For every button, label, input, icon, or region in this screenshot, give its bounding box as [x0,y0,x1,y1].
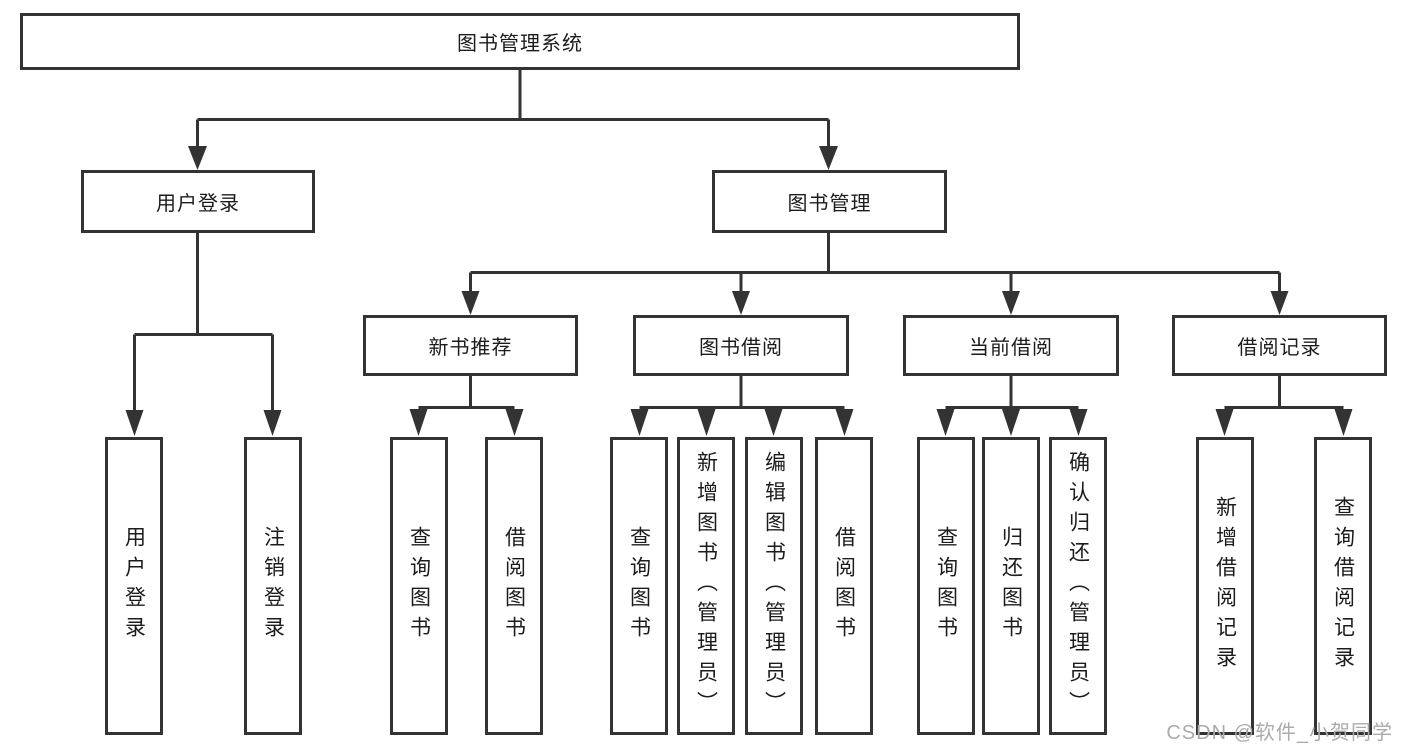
arrowhead-leaf-f7 [835,409,854,436]
leaf-edit-book-admin: 编辑图书（管理员） [745,437,803,735]
csdn-watermark: CSDN @软件_小贺同学 [1166,722,1393,744]
leaf-logout: 注销登录 [244,437,302,735]
arrowhead-book-management [819,146,838,170]
leaf-query-books-current: 查询图书 [917,437,975,735]
leaf-return-book: 归还图书 [982,437,1040,735]
leaf-borrow-books-recommend: 借阅图书 [485,437,543,735]
arrowhead-leaf-f11 [1215,409,1234,436]
leaf-borrow-books-borrowing: 借阅图书 [815,437,873,735]
node-user-login: 用户登录 [81,170,315,233]
leaf-add-book-admin: 新增图书（管理员） [677,437,735,735]
arrowhead-leaf-f2 [409,409,428,436]
arrowhead-leaf-f9 [1002,409,1020,436]
arrowhead-leaf-logout [263,410,282,436]
node-current-borrowing: 当前借阅 [903,315,1119,376]
arrowhead-leaf-f6 [764,409,783,436]
leaf-query-books-recommend: 查询图书 [390,437,448,735]
arrowhead-leaf-f12 [1334,409,1353,436]
arrowhead-leaf-f8 [936,409,955,436]
node-book-borrowing: 图书借阅 [633,315,849,376]
arrowhead-user-login [188,146,207,170]
arrowhead-leaf-login [125,410,144,436]
leaf-add-borrow-record: 新增借阅记录 [1196,437,1254,735]
arrowhead-borrowing [732,291,750,315]
leaf-user-login: 用户登录 [105,437,163,735]
node-book-management: 图书管理 [712,170,947,233]
leaf-query-borrow-record: 查询借阅记录 [1314,437,1372,735]
arrowhead-current [1002,291,1020,315]
arrowhead-leaf-f10 [1069,409,1088,436]
arrowhead-leaf-f5 [697,409,716,436]
node-borrowing-records: 借阅记录 [1172,315,1387,376]
arrowhead-leaf-f4 [630,409,649,436]
leaf-query-books-borrowing: 查询图书 [610,437,668,735]
arrowhead-newbook [461,291,480,315]
node-new-book-recommendation: 新书推荐 [363,315,578,376]
node-library-management-system: 图书管理系统 [20,13,1020,70]
leaf-confirm-return-admin: 确认归还（管理员） [1049,437,1107,735]
arrowhead-leaf-f3 [505,409,524,436]
arrowhead-records [1270,291,1289,315]
